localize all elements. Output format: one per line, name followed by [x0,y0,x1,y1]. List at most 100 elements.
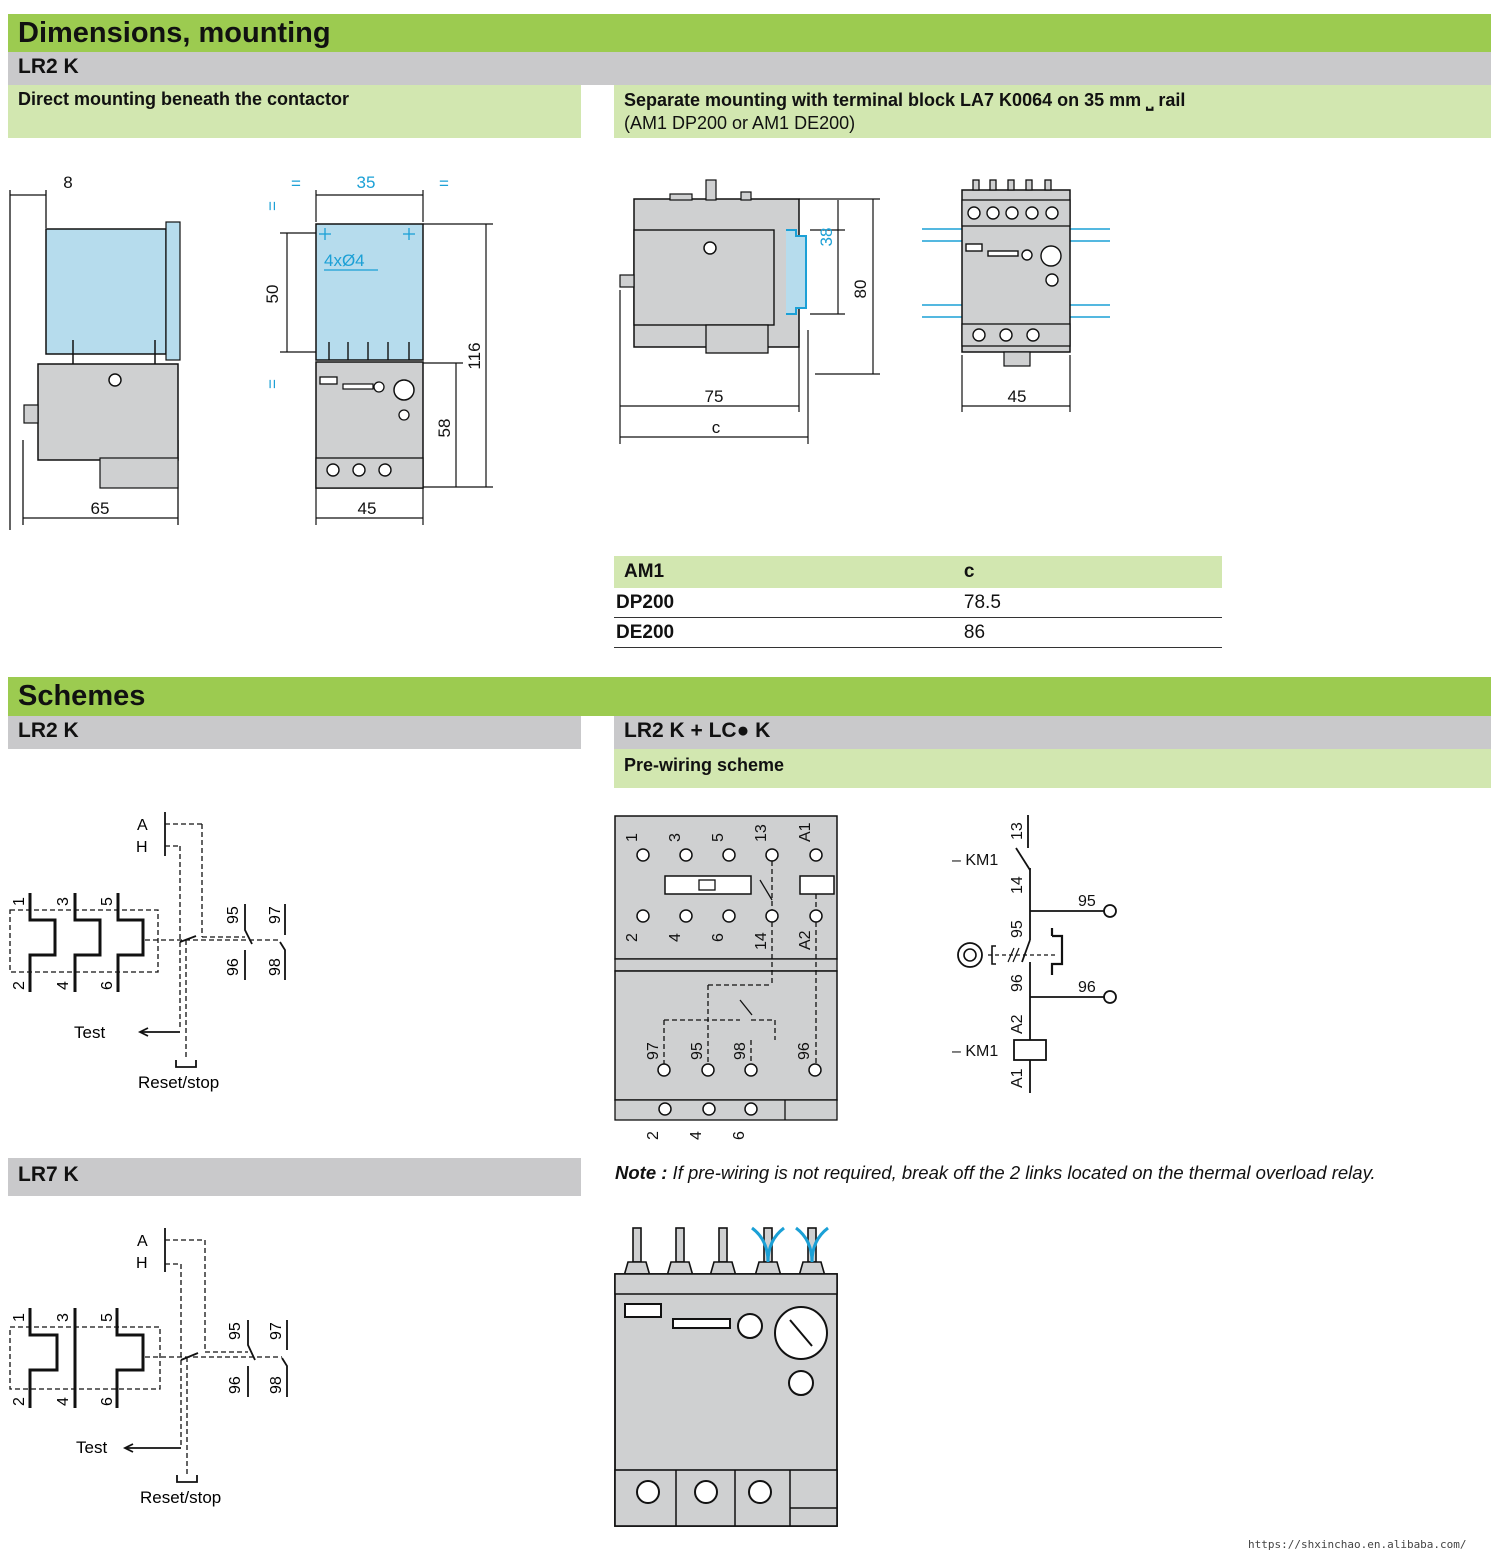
direct-mounting-heading: Direct mounting beneath the contactor [8,85,581,138]
separate-mounting-heading: Separate mounting with terminal block LA… [614,85,1491,138]
direct-mounting-text: Direct mounting beneath the contactor [18,89,350,109]
lr7k-label-6: 6 [99,1397,116,1406]
note-text: If pre-wiring is not required, break off… [667,1162,1376,1183]
circuit-out-96: 96 [1078,979,1096,996]
lr2k-label-4: 4 [55,981,72,990]
lr7k-label-1: 1 [11,1313,28,1322]
holes-label: 4xØ4 [324,251,365,270]
lr2k-label-3: 3 [55,897,72,906]
table-row: DP200 78.5 [614,588,1222,618]
lr2k-label-95: 95 [225,906,242,924]
am1-row-c: 78.5 [953,588,1222,618]
pw-relay-95: 95 [689,1042,706,1060]
lr7k-label-a: A [137,1233,148,1250]
lr2k-label-98: 98 [267,958,284,976]
dimensions-title: Dimensions, mounting [8,14,1491,52]
circuit-14: 14 [1009,876,1026,894]
lr7k-label-96: 96 [227,1376,244,1394]
lr2k-label-5: 5 [99,897,116,906]
dim-116-label: 116 [465,342,484,369]
pw-mid-4: 4 [667,933,684,942]
pw-mid-6: 6 [710,933,727,942]
lr7k-label-5: 5 [99,1313,116,1322]
pw-mid-a2: A2 [797,930,814,950]
combo-scheme-heading: LR2 K + LC● K [614,716,1491,749]
pw-top-a1: A1 [797,822,814,842]
dimensions-model: LR2 K [8,52,1491,85]
pw-mid-2: 2 [624,933,641,942]
km1-coil-label: – KM1 [952,1043,998,1060]
lr2k-label-a: A [137,817,148,834]
dim-35-label: 35 [357,173,376,192]
lr7k-label-2: 2 [11,1397,28,1406]
lr2k-label-test: Test [74,1023,105,1042]
prewiring-heading: Pre-wiring scheme [614,749,1491,788]
dim-c-label: c [712,418,721,437]
lr7k-label-h: H [136,1255,148,1272]
lr7k-label-98: 98 [268,1376,285,1394]
pw-relay-98: 98 [732,1042,749,1060]
circuit-a1: A1 [1009,1068,1026,1088]
source-url: https://shxinchao.en.alibaba.com/ [1248,1538,1467,1551]
am1-row-c: 86 [953,617,1222,648]
eq-left-label: = [291,174,301,193]
lr2k-scheme-heading: LR2 K [8,716,581,749]
pw-mid-14: 14 [753,932,770,950]
circuit-96: 96 [1009,974,1026,992]
dim-8-label: 8 [63,173,72,192]
pw-top-1: 1 [624,833,641,842]
eq-bottom-label: = [263,379,282,389]
lr7k-label-97: 97 [268,1322,285,1340]
dim-38-label: 38 [817,228,836,247]
lr2k-label-6: 6 [99,981,116,990]
lr7k-label-4: 4 [55,1397,72,1406]
circuit-a2: A2 [1009,1014,1026,1034]
prewiring-note: Note : If pre-wiring is not required, br… [615,1162,1376,1184]
schemes-title: Schemes [8,677,1491,716]
note-label: Note : [615,1162,668,1183]
lr2k-label-2: 2 [11,981,28,990]
pw-top-3: 3 [667,833,684,842]
pw-relay-96: 96 [796,1042,813,1060]
table-row: DE200 86 [614,617,1222,648]
separate-mounting-subtext: (AM1 DP200 or AM1 DE200) [624,113,856,133]
lr2k-label-h: H [136,839,148,856]
circuit-out-95: 95 [1078,893,1096,910]
eq-top-label: = [263,201,282,211]
am1-table-header: AM1 c [614,556,1222,588]
lr7k-label-3: 3 [55,1313,72,1322]
dim-75-label: 75 [705,387,724,406]
lr2k-label-97: 97 [267,906,284,924]
dim-45-left-label: 45 [358,499,377,518]
am1-row-model: DP200 [614,588,954,618]
lr7k-label-95: 95 [227,1322,244,1340]
lr7k-scheme-heading: LR7 K [8,1158,581,1196]
dim-65-label: 65 [91,499,110,518]
pw-relay-97: 97 [645,1042,662,1060]
dim-58-label: 58 [435,419,454,438]
pw-top-13: 13 [753,824,770,842]
dim-80-label: 80 [851,280,870,299]
lr2k-label-reset: Reset/stop [138,1073,219,1092]
lr7k-label-reset: Reset/stop [140,1488,221,1507]
pw-bottom-4: 4 [688,1131,705,1140]
circuit-95: 95 [1009,920,1026,938]
eq-right-label: = [439,174,449,193]
dim-50-label: 50 [263,285,282,304]
lr2k-label-1: 1 [11,897,28,906]
pw-top-5: 5 [710,833,727,842]
separate-mounting-text: Separate mounting with terminal block LA… [624,90,1186,110]
am1-row-model: DE200 [614,617,954,648]
am1-table: AM1 c DP200 78.5 DE200 86 [614,556,1222,648]
am1-header-model: AM1 [614,556,954,588]
lr7k-label-test: Test [76,1438,107,1457]
circuit-13: 13 [1009,822,1026,840]
